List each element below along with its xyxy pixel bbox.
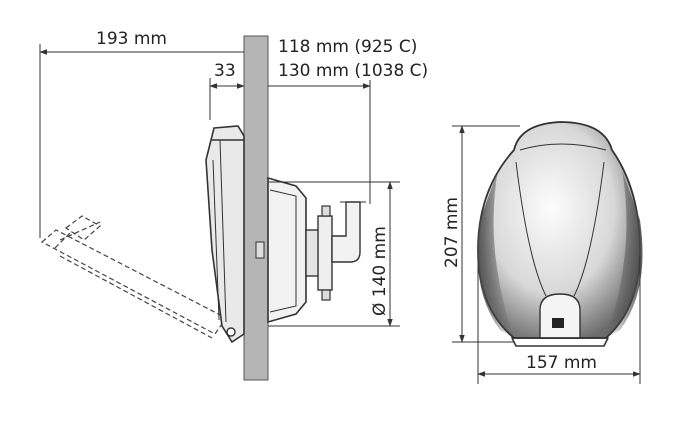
wall — [243, 35, 269, 381]
dim-157-label: 157 mm — [526, 353, 597, 373]
pipe-connector — [305, 201, 366, 301]
brand-logo-icon — [552, 318, 564, 328]
dim-193-label: 193 mm — [96, 29, 167, 49]
dim-118-label: 118 mm (925 C) — [278, 37, 417, 57]
dim-140-label: Ø 140 mm — [370, 226, 390, 316]
dim-130-label: 130 mm (1038 C) — [278, 61, 428, 81]
front-view: 207 mm 157 mm — [442, 121, 643, 384]
cover-profile — [205, 125, 245, 344]
swung-arm-outline — [40, 215, 227, 339]
dim-33-label: 33 — [214, 61, 236, 81]
dim-207-label: 207 mm — [442, 197, 462, 268]
side-view: 193 mm 33 118 mm (925 C) 130 mm (1038 C)… — [39, 29, 428, 381]
dryer-body — [255, 176, 307, 324]
dryer-front-shell — [477, 121, 643, 347]
